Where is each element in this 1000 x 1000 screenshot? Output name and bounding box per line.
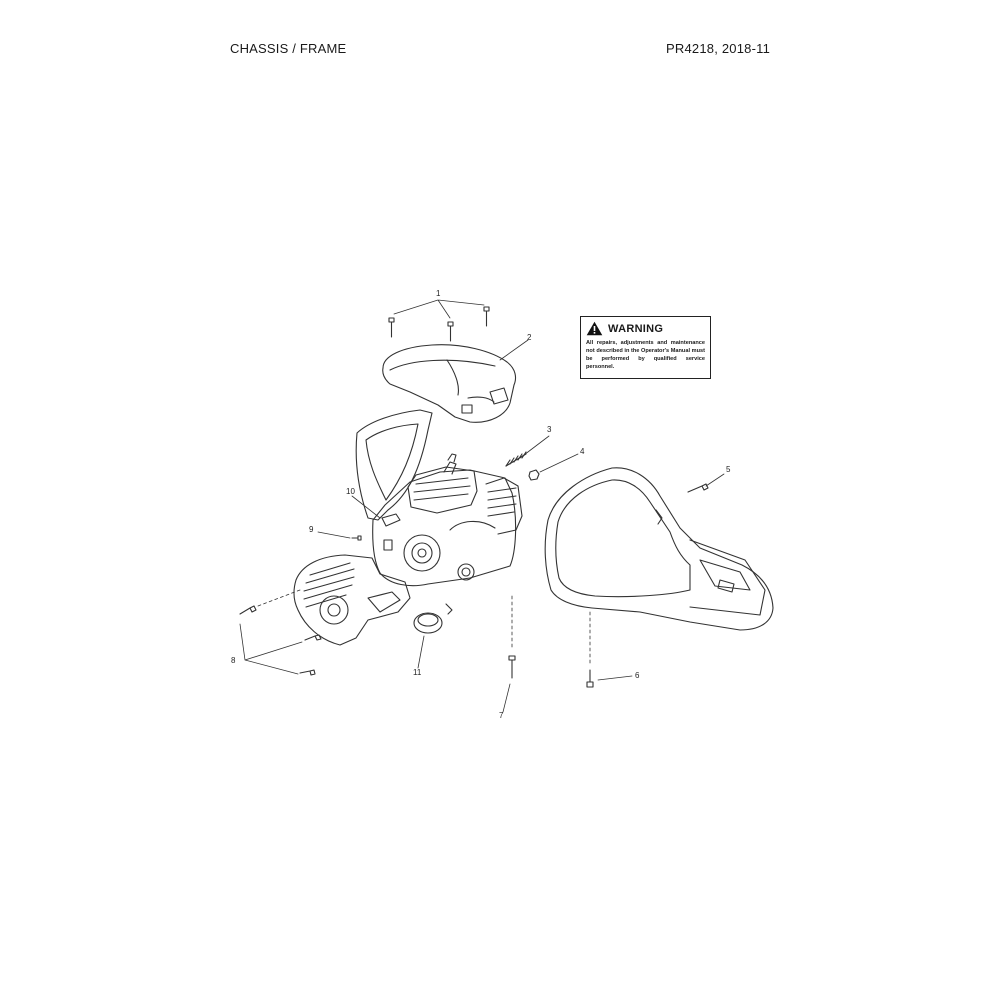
callout-3: 3 bbox=[547, 425, 552, 434]
part-2-top-cover bbox=[382, 344, 517, 423]
callout-11: 11 bbox=[413, 668, 422, 677]
part-4-nut bbox=[528, 469, 540, 481]
part-8-bolts bbox=[239, 605, 322, 676]
part-5-screw bbox=[687, 483, 709, 493]
part-10-bracket bbox=[381, 513, 401, 527]
part-3-spring bbox=[505, 451, 527, 467]
callout-5: 5 bbox=[726, 465, 731, 474]
warning-title: WARNING bbox=[608, 322, 664, 335]
side-cover bbox=[293, 554, 411, 646]
callout-4: 4 bbox=[580, 447, 585, 456]
callout-8: 8 bbox=[231, 656, 236, 665]
callout-2: 2 bbox=[527, 333, 532, 342]
warning-text: All repairs, adjustments and maintenance… bbox=[586, 340, 705, 370]
part-9-screw bbox=[351, 535, 362, 541]
front-handle bbox=[544, 467, 774, 631]
warning-triangle-icon bbox=[586, 321, 603, 336]
part-1-screws bbox=[388, 306, 490, 342]
document-reference: PR4218, 2018-11 bbox=[666, 41, 770, 56]
callout-7: 7 bbox=[499, 711, 504, 720]
callout-10: 10 bbox=[346, 487, 355, 496]
engine-housing bbox=[355, 409, 523, 587]
part-11-cap bbox=[413, 603, 453, 634]
part-7-bolt bbox=[508, 655, 516, 679]
callout-1: 1 bbox=[436, 289, 441, 298]
page-title: CHASSIS / FRAME bbox=[230, 41, 347, 56]
warning-label: WARNING All repairs, adjustments and mai… bbox=[580, 316, 711, 379]
leader-lines bbox=[239, 299, 725, 713]
part-6-screw bbox=[586, 669, 594, 688]
callout-6: 6 bbox=[635, 671, 640, 680]
callout-9: 9 bbox=[309, 525, 314, 534]
